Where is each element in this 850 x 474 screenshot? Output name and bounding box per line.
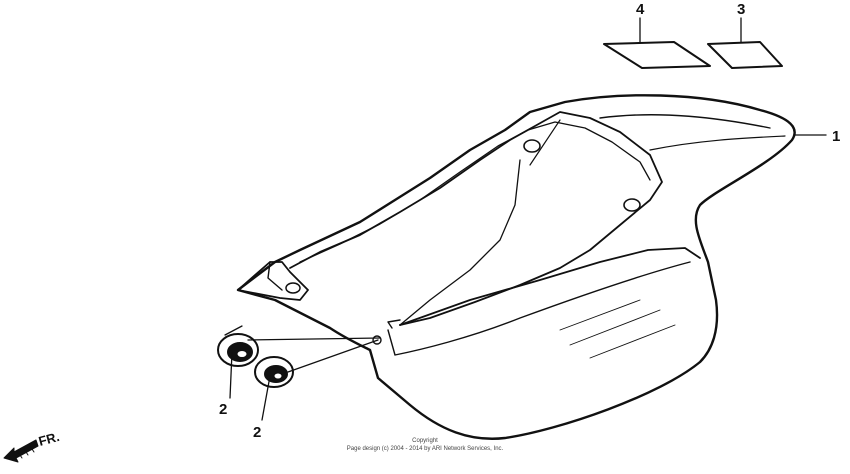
grommet-upper bbox=[217, 333, 259, 367]
emblem-part-4 bbox=[603, 41, 711, 69]
grommet-lower bbox=[254, 356, 294, 388]
seat-cowl bbox=[236, 94, 796, 440]
emblem-part-3 bbox=[707, 41, 783, 69]
callout-part-3: 3 bbox=[737, 1, 745, 18]
front-direction-arrow-icon bbox=[3, 439, 39, 463]
callout-part-2-lower: 2 bbox=[253, 424, 261, 441]
callout-part-2-upper: 2 bbox=[219, 401, 227, 418]
leader-lines bbox=[224, 17, 827, 421]
copyright-footer: Copyright Page design (c) 2004 - 2014 by… bbox=[0, 437, 850, 453]
callout-part-1: 1 bbox=[832, 128, 840, 145]
copyright-line-1: Copyright bbox=[412, 438, 438, 444]
front-direction-label: FR. bbox=[37, 429, 61, 449]
copyright-line-2: Page design (c) 2004 - 2014 by ARI Netwo… bbox=[346, 446, 504, 452]
callout-part-4: 4 bbox=[636, 1, 645, 18]
